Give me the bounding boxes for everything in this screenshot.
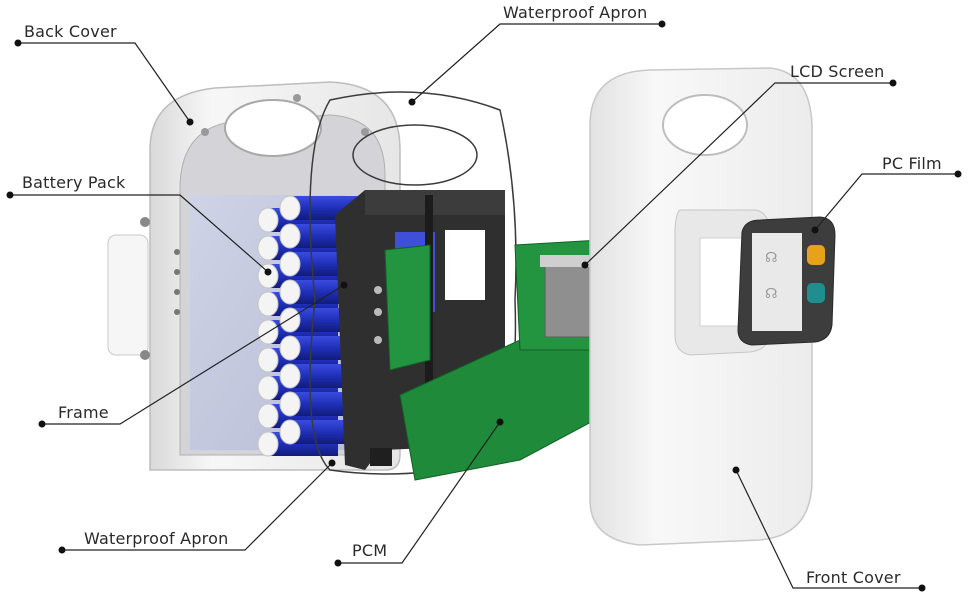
leader-lines [10, 23, 958, 589]
svg-text:☊: ☊ [765, 250, 777, 266]
leader-frame [42, 284, 345, 425]
battery-cell-cap [257, 263, 279, 289]
battery-cell-cap [257, 375, 279, 401]
battery-cell-cap [279, 419, 301, 445]
battery-cell-cap [279, 335, 301, 361]
battery-cell-cap [257, 207, 279, 233]
leader-battery-pack [10, 194, 269, 273]
label-waterproof-apron-bottom: Waterproof Apron [84, 529, 229, 548]
battery-cell-cap [279, 279, 301, 305]
leader-back-cover [18, 42, 191, 123]
label-battery-pack: Battery Pack [22, 173, 126, 192]
leader-waterproof-apron-bottom [62, 462, 333, 551]
svg-text:☊: ☊ [765, 286, 777, 302]
pc-film-part: ☊ ☊ [737, 216, 836, 346]
label-waterproof-apron-top: Waterproof Apron [503, 3, 648, 22]
label-pcm: PCM [352, 541, 388, 560]
battery-cell-cap [279, 251, 301, 277]
label-back-cover: Back Cover [24, 22, 117, 41]
pcm-board-part [384, 239, 601, 481]
label-lcd-screen: LCD Screen [790, 62, 885, 81]
label-front-cover: Front Cover [806, 568, 901, 587]
label-pc-film: PC Film [882, 154, 942, 173]
label-frame: Frame [58, 403, 109, 422]
battery-cell-cap [257, 291, 279, 317]
battery-cell-cap [279, 391, 301, 417]
battery-cell-cap [279, 363, 301, 389]
battery-cell-cap [257, 431, 279, 457]
battery-cell-cap [257, 347, 279, 373]
leader-pc-film [814, 173, 958, 231]
battery-cell-cap [279, 195, 301, 221]
leader-waterproof-apron-top [411, 23, 662, 103]
leader-front-cover [735, 469, 922, 589]
battery-cell-cap [279, 223, 301, 249]
leader-dots [6, 20, 962, 592]
leader-pcm [338, 421, 501, 564]
battery-cell-cap [257, 235, 279, 261]
leader-lcd-screen [584, 82, 893, 266]
battery-cell-cap [257, 403, 279, 429]
battery-cell-cap [279, 307, 301, 333]
